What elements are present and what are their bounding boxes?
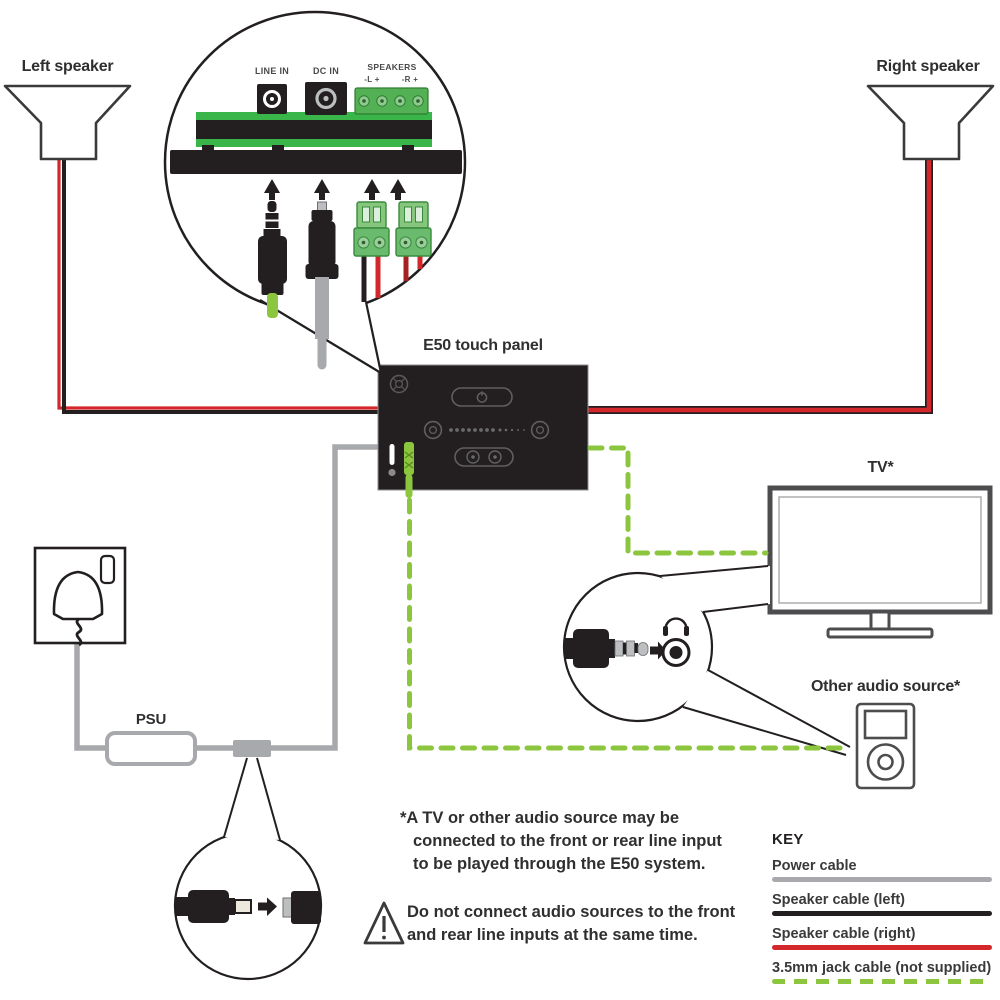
volume-level-dots (449, 428, 525, 432)
key-item-speaker-right: Speaker cable (right) (772, 926, 992, 950)
jack-cable-swatch (772, 979, 992, 984)
socket-switch (99, 554, 116, 585)
footnote-line: connected to the front or rear line inpu… (413, 832, 722, 850)
e50-panel-label: E50 touch panel (423, 337, 543, 354)
jack-cable-to-tv (587, 445, 769, 556)
media-player-icon (855, 702, 916, 790)
warning-text: Do not connect audio sources to the fron… (407, 901, 757, 947)
source-select-buttons[interactable] (454, 447, 514, 467)
front-line-input-jack-icon (388, 444, 396, 477)
rear-panel-callout (163, 10, 467, 374)
speaker-right-cable-swatch (772, 945, 992, 950)
psu-icon (105, 731, 197, 766)
dc-socket-icon (282, 891, 321, 924)
headphone-socket-icon (661, 617, 691, 667)
footnote-line: to be played through the E50 system. (413, 855, 706, 873)
speaker-left-cable-swatch (772, 911, 992, 916)
dc-in-port (305, 82, 347, 115)
key-item-label: Speaker cable (right) (772, 926, 916, 942)
key-item-power: Power cable (772, 858, 992, 882)
right-terminal-label: -R + (401, 75, 419, 84)
footnote-line: *A TV or other audio source may be (400, 809, 680, 827)
left-speaker-icon (3, 84, 132, 161)
speakers-label: SPEAKERS (367, 62, 417, 72)
volume-up-button[interactable] (530, 420, 550, 440)
other-audio-source-label: Other audio source* (810, 678, 961, 695)
tv-icon (767, 485, 993, 639)
footnote: *A TV or other audio source may be conne… (400, 807, 760, 876)
speaker-terminal-plug-icons (353, 201, 432, 302)
right-speaker-icon (866, 84, 995, 161)
key-legend: KEY Power cable Speaker cable (left) Spe… (772, 831, 992, 994)
line-in-label: LINE IN (254, 66, 290, 76)
e50-logo-icon (389, 374, 409, 394)
jack-cable-to-source (407, 497, 848, 751)
psu-label: PSU (135, 711, 167, 728)
jack-plug-icon (564, 629, 649, 668)
dc-in-label: DC IN (313, 66, 339, 76)
up-arrow-icons (264, 179, 406, 200)
volume-down-button[interactable] (423, 420, 443, 440)
jack-plug-icon (258, 201, 287, 318)
key-title: KEY (772, 831, 804, 848)
key-item-label: 3.5mm jack cable (not supplied) (772, 960, 992, 976)
power-cable-swatch (772, 877, 992, 882)
warning-line: and rear line inputs at the same time. (407, 926, 698, 944)
inline-dc-connector (233, 740, 271, 757)
left-speaker-label: Left speaker (21, 58, 114, 75)
wall-socket-icon (33, 546, 127, 647)
jack-to-headphone-callout (562, 565, 851, 756)
dc-connector-callout (173, 757, 323, 981)
left-speaker-cable (57, 155, 378, 414)
dc-plug-icon (305, 201, 339, 370)
key-item-label: Power cable (772, 858, 857, 874)
key-item-label: Speaker cable (left) (772, 892, 905, 908)
line-in-port (257, 84, 287, 114)
arrow-right-icon (258, 897, 277, 916)
front-input-green-jack (404, 442, 414, 498)
power-button[interactable] (451, 387, 513, 407)
key-item-speaker-left: Speaker cable (left) (772, 892, 992, 916)
e50-touch-panel (377, 364, 589, 498)
pcb (170, 112, 462, 174)
key-item-jack-cable: 3.5mm jack cable (not supplied) (772, 960, 992, 984)
left-terminal-label: -L + (364, 75, 380, 84)
warning-line: Do not connect audio sources to the fron… (407, 903, 736, 921)
tv-label: TV* (867, 459, 894, 476)
right-speaker-cable (588, 155, 933, 414)
right-speaker-label: Right speaker (876, 58, 980, 75)
dc-plug-icon (176, 890, 252, 923)
warning-triangle-icon (363, 901, 405, 945)
power-cable (74, 444, 378, 751)
speaker-terminal-block (354, 87, 429, 115)
mains-plug-icon (52, 570, 104, 621)
